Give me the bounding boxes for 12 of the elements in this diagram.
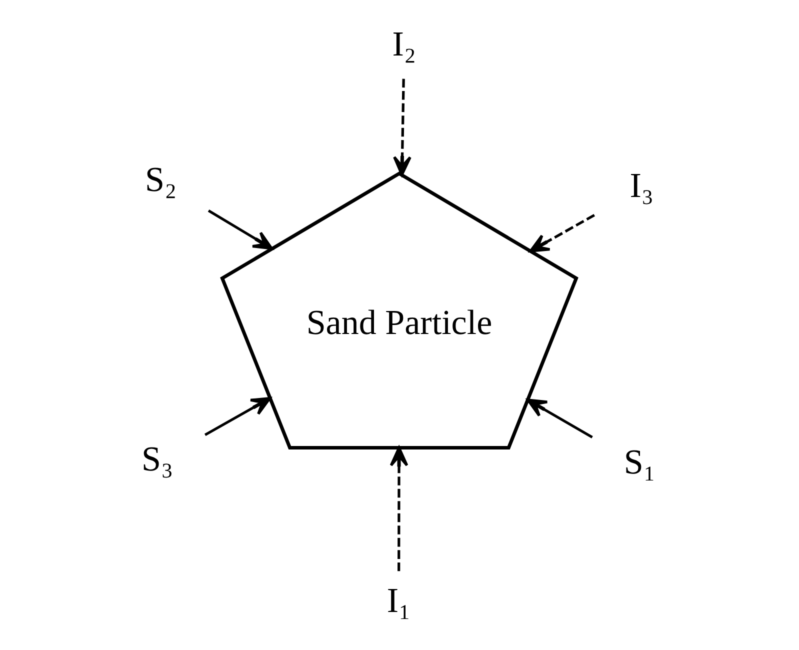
arrow [390, 446, 408, 572]
node-text: S₃ [141, 440, 174, 479]
node-text: I₂ [392, 24, 416, 64]
node-text: S₂ [145, 160, 177, 199]
arrow [529, 214, 595, 252]
node-text: I₁ [386, 580, 411, 620]
node-text: S₁ [624, 442, 656, 482]
arrow [208, 210, 273, 250]
arrow [526, 398, 593, 438]
node-text: I₃ [630, 166, 654, 206]
arrow [204, 397, 272, 436]
arrow [393, 78, 412, 176]
